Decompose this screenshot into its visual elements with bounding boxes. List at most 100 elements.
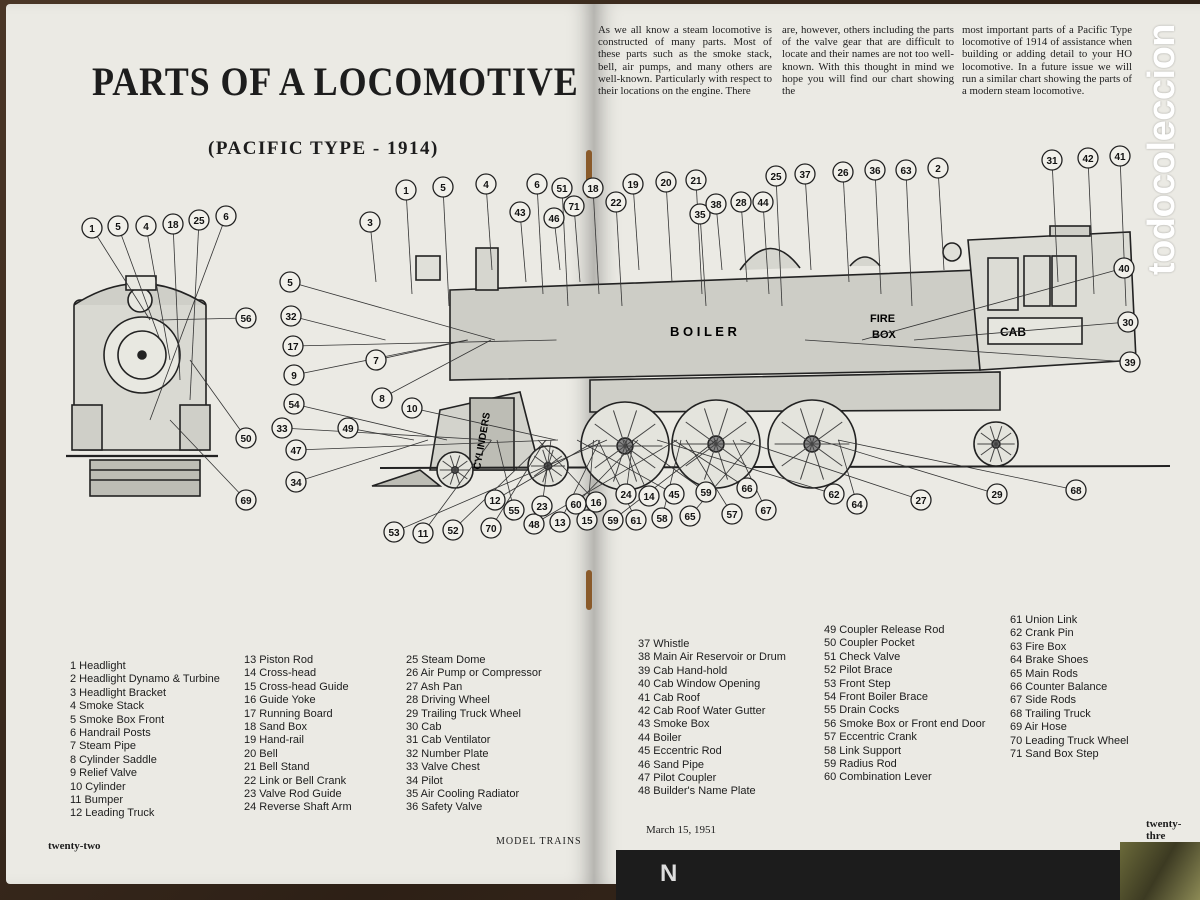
wheel-spoke <box>449 469 456 485</box>
svg-text:20: 20 <box>660 178 672 189</box>
leader-line <box>405 189 413 295</box>
legend-item: 43 Smoke Box <box>638 718 710 731</box>
legend-item: 55 Drain Cocks <box>824 704 900 717</box>
svg-text:69: 69 <box>240 496 252 507</box>
svg-text:8: 8 <box>379 394 385 405</box>
callout: 26 <box>832 161 854 183</box>
wheel-spoke <box>533 455 549 467</box>
legend-column-1: 1 Headlight 2 Headlight Dynamo & Turbine… <box>70 660 220 821</box>
leader-line <box>536 183 544 295</box>
leader-line <box>91 227 151 321</box>
callout: 20 <box>655 171 677 193</box>
svg-text:7: 7 <box>373 356 379 367</box>
wheel-spoke <box>989 443 997 462</box>
legend-item: 12 Leading Truck <box>70 807 155 820</box>
callout-markers: 1 5 4 18 25 6 56 5 32 17 7 9 54 33 50 47… <box>81 145 1141 544</box>
svg-text:53: 53 <box>388 528 400 539</box>
svg-text:44: 44 <box>757 198 769 209</box>
leader-line <box>842 171 850 283</box>
wheel-spoke <box>533 465 549 477</box>
leader-line <box>732 439 767 511</box>
svg-text:49: 49 <box>342 424 354 435</box>
callout: 6 <box>526 173 548 195</box>
wheel-spoke <box>980 432 997 445</box>
leader-line <box>861 267 1125 341</box>
svg-text:19: 19 <box>627 180 639 191</box>
leader-line <box>838 439 858 505</box>
legend-item: 42 Cab Roof Water Gutter <box>638 705 766 718</box>
svg-text:62: 62 <box>828 490 840 501</box>
leader-line <box>804 339 1131 363</box>
leader-line <box>740 439 922 501</box>
svg-text:1: 1 <box>89 224 95 235</box>
legend-item: 16 Guide Yoke <box>244 694 316 707</box>
svg-text:16: 16 <box>590 498 602 509</box>
wheel-spoke <box>624 423 656 447</box>
svg-text:30: 30 <box>1122 318 1134 329</box>
wheel-spoke <box>624 410 638 447</box>
left-page-number: twenty-two <box>48 840 101 852</box>
callout: 70 <box>480 517 502 539</box>
legend-item: 8 Cylinder Saddle <box>70 753 157 766</box>
leader-line <box>292 339 557 347</box>
svg-text:56: 56 <box>240 314 252 325</box>
leader-line <box>289 281 496 341</box>
leader-line <box>452 439 547 531</box>
legend-column-6: 61 Union Link 62 Crank Pin 63 Fire Box 6… <box>1010 614 1129 761</box>
wheel-spoke <box>995 432 1012 445</box>
leader-line <box>1051 159 1059 283</box>
wheel-spoke <box>811 408 825 445</box>
leader-line <box>281 427 492 441</box>
legend-item: 14 Cross-head <box>244 667 317 680</box>
legend-item: 71 Sand Box Step <box>1010 748 1099 761</box>
wheel-spoke <box>715 421 747 445</box>
leader-line <box>422 439 492 534</box>
leader-line <box>913 321 1129 341</box>
legend-item: 47 Pilot Coupler <box>638 772 717 785</box>
legend-item: 50 Coupler Pocket <box>824 637 915 650</box>
callout: 41 <box>1109 145 1131 167</box>
svg-text:38: 38 <box>710 200 722 211</box>
legend-item: 68 Trailing Truck <box>1010 707 1091 720</box>
callout: 59 <box>602 509 624 531</box>
leader-line <box>293 403 448 441</box>
callout: 66 <box>736 477 758 499</box>
wheel-spoke <box>547 449 554 467</box>
legend-item: 45 Eccentric Rod <box>638 745 722 758</box>
underlying-letter: N <box>660 860 678 887</box>
callout: 10 <box>401 397 423 419</box>
wheel-spoke <box>799 408 813 445</box>
legend-item: 11 Bumper <box>70 794 123 807</box>
svg-text:13: 13 <box>554 518 566 529</box>
legend-item: 28 Driving Wheel <box>406 694 490 707</box>
svg-text:50: 50 <box>240 434 252 445</box>
leader-line <box>775 175 783 307</box>
svg-text:43: 43 <box>514 208 526 219</box>
svg-text:2: 2 <box>935 164 941 175</box>
legend-item: 52 Pilot Brace <box>824 664 893 677</box>
callout: 30 <box>1117 311 1139 333</box>
svg-text:4: 4 <box>143 222 149 233</box>
svg-text:4: 4 <box>483 180 489 191</box>
callout: 6 <box>215 205 237 227</box>
legend-column-4: 37 Whistle 38 Main Air Reservoir or Drum… <box>638 638 786 799</box>
underlying-photo <box>1120 842 1200 900</box>
svg-text:9: 9 <box>291 371 297 382</box>
legend-item: 48 Builder's Name Plate <box>638 785 756 798</box>
magazine-name: MODEL TRAINS <box>496 836 582 847</box>
side-view <box>371 225 1171 487</box>
legend-item: 62 Crank Pin <box>1010 627 1074 640</box>
legend-item: 32 Number Plate <box>406 747 489 760</box>
legend-item: 60 Combination Lever <box>824 771 932 784</box>
svg-text:55: 55 <box>508 506 520 517</box>
callout: 60 <box>565 493 587 515</box>
svg-text:36: 36 <box>869 166 881 177</box>
legend-item: 65 Main Rods <box>1010 667 1078 680</box>
callout: 50 <box>235 427 257 449</box>
legend-item: 66 Counter Balance <box>1010 681 1108 694</box>
svg-text:42: 42 <box>1082 154 1094 165</box>
svg-text:66: 66 <box>741 484 753 495</box>
callout: 4 <box>135 215 157 237</box>
leader-line <box>689 439 756 517</box>
legend-item: 63 Fire Box <box>1010 640 1067 653</box>
